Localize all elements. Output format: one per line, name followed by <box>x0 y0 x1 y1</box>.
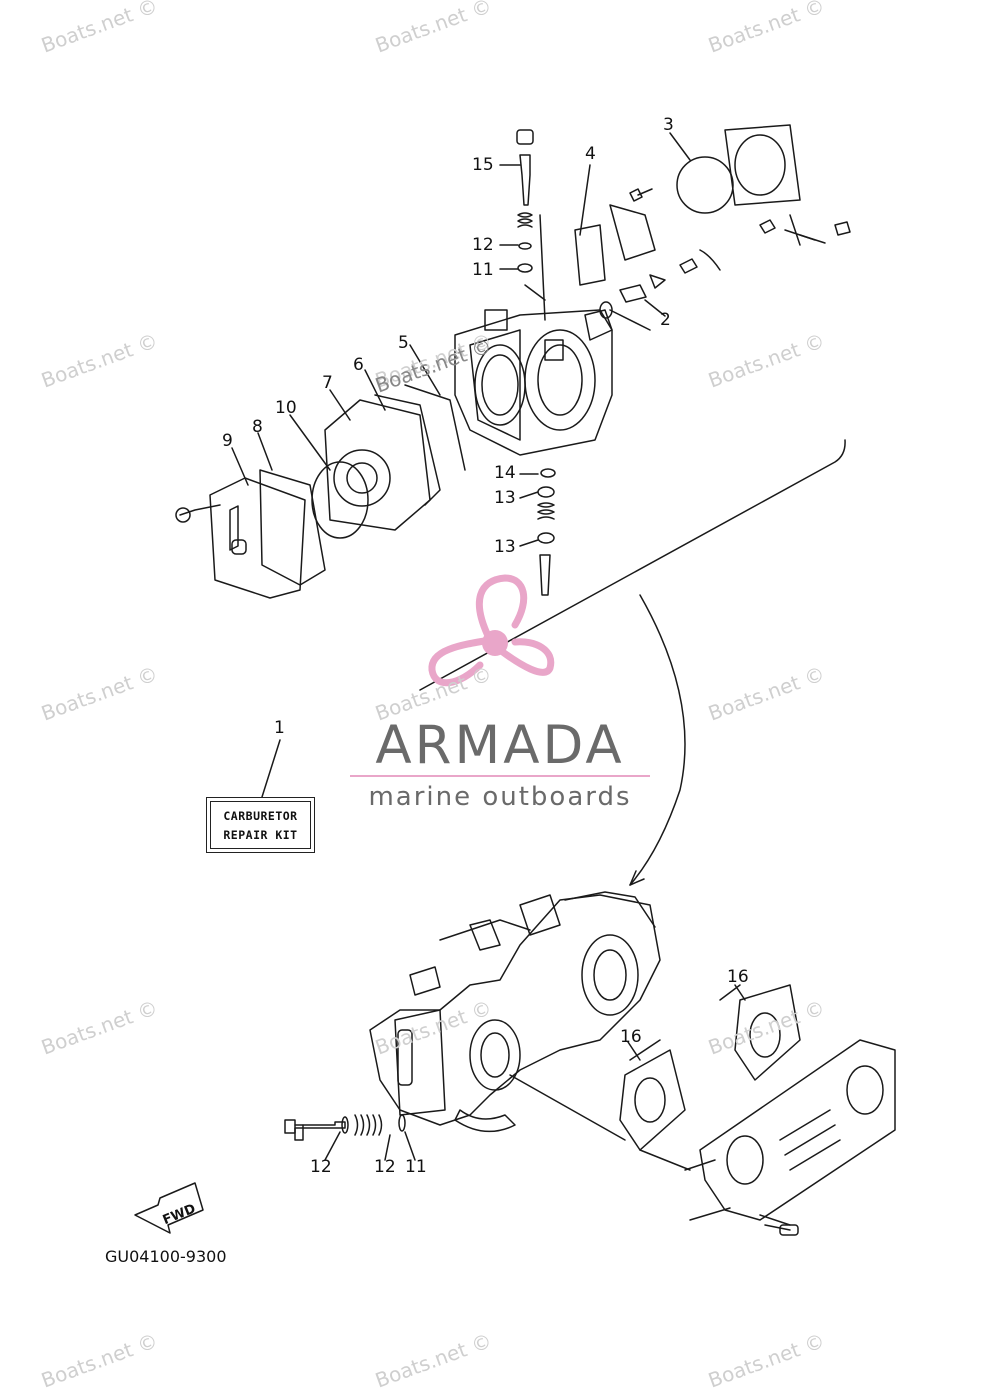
callout-12: 12 <box>374 1157 396 1177</box>
callout-3: 3 <box>663 115 674 135</box>
callout-2: 2 <box>660 310 671 330</box>
kit-label-line2: REPAIR KIT <box>223 827 298 842</box>
callout-16: 16 <box>727 967 749 987</box>
callout-15: 15 <box>472 155 494 175</box>
brand-divider <box>350 775 650 777</box>
callout-12: 12 <box>472 235 494 255</box>
callout-11: 11 <box>405 1157 427 1177</box>
callout-14: 14 <box>494 463 516 483</box>
callout-13: 13 <box>494 488 516 508</box>
callout-6: 6 <box>353 355 364 375</box>
callout-10: 10 <box>275 398 297 418</box>
upper-leader-lines <box>231 132 846 886</box>
callout-16: 16 <box>620 1027 642 1047</box>
callout-12: 12 <box>310 1157 332 1177</box>
carburetor-assembly-bottom <box>369 891 661 1133</box>
kit-label-inner: CARBURETOR REPAIR KIT <box>210 801 311 849</box>
fwd-arrow: FWD <box>134 1182 204 1234</box>
diagram-code: GU04100-9300 <box>105 1247 227 1266</box>
callout-11: 11 <box>472 260 494 280</box>
carburetor-body-top <box>454 309 613 456</box>
float-chamber-parts <box>209 384 466 599</box>
carburetor-repair-kit-label: CARBURETOR REPAIR KIT <box>206 797 315 853</box>
callout-4: 4 <box>585 144 596 164</box>
small-hardware-bottom <box>284 984 746 1161</box>
kit-leader-line <box>261 739 281 798</box>
brand-tagline: marine outboards <box>368 782 632 812</box>
intake-manifold <box>509 984 896 1236</box>
callout-9: 9 <box>222 431 233 451</box>
armada-logo-icon <box>428 574 555 687</box>
callout-13: 13 <box>494 537 516 557</box>
callout-7: 7 <box>322 373 333 393</box>
brand-name: ARMADA <box>375 715 625 776</box>
callout-5: 5 <box>398 333 409 353</box>
callout-8: 8 <box>252 417 263 437</box>
small-hardware-top <box>175 124 851 596</box>
kit-label-line1: CARBURETOR <box>223 808 298 823</box>
callout-1: 1 <box>274 718 285 738</box>
